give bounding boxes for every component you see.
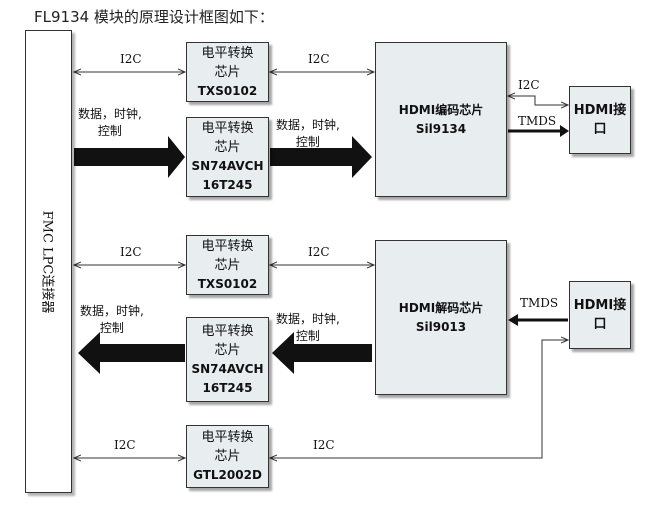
data-clock-line1: 数据，时钟, <box>80 304 144 318</box>
hdmi-encoder-label: HDMI编码芯片 <box>398 102 484 117</box>
i2c-label-1b: I2C <box>308 52 330 66</box>
i2c-label-3b: I2C <box>313 438 335 452</box>
diagram-title: FL9134 模块的原理设计框图如下： <box>34 8 274 26</box>
fmc-lpc-connector: FMC LPC连接器 <box>25 30 72 493</box>
chip-label-line1: 电平转换 <box>201 323 254 339</box>
hdmi-encoder-chip: HDMI编码芯片 Sil9134 <box>375 42 507 197</box>
data-clock-line2: 控制 <box>295 135 320 149</box>
hdmi-decoder-chip: HDMI解码芯片 Sil9013 <box>375 240 507 395</box>
level-shifter-chip-2: 电平转换 芯片 TXS0102 <box>186 235 269 295</box>
hdmi-decoder-label: HDMI解码芯片 <box>398 300 484 315</box>
data-clock-line2: 控制 <box>295 329 320 343</box>
tmds-arrow-rx-head <box>508 314 518 326</box>
buffer-chip-1: 电平转换 芯片 SN74AVCH 16T245 <box>186 117 269 197</box>
i2c-label-2b: I2C <box>308 245 330 259</box>
chip-label-line1: 电平转换 <box>201 430 254 445</box>
tmds-label-rx: TMDS <box>520 296 559 310</box>
data-clock-label-2a: 数据，时钟, 控制 <box>80 303 144 337</box>
chip-part-number: TXS0102 <box>197 276 258 291</box>
data-arrow-2b <box>78 332 185 374</box>
hdmi-decoder-part: Sil9013 <box>415 319 467 334</box>
chip-part-number: GTL2002D <box>193 468 262 482</box>
tmds-label-tx: TMDS <box>518 114 557 128</box>
i2c-line-3b <box>270 340 568 458</box>
chip-label-line2: 芯片 <box>214 140 241 155</box>
i2c-label-1a: I2C <box>120 52 142 66</box>
buffer-chip-2: 电平转换 芯片 SN74AVCH 16T245 <box>186 317 269 402</box>
chip-label-line2: 芯片 <box>214 64 241 80</box>
tmds-arrow-tx-head <box>560 125 569 137</box>
data-clock-line2: 控制 <box>97 124 122 138</box>
chip-label-line1: 电平转换 <box>201 238 254 254</box>
i2c-label-2a: I2C <box>120 245 142 259</box>
chip-label-line1: 电平转换 <box>201 121 254 136</box>
chip-label-line1: 电平转换 <box>201 45 254 61</box>
chip-part-number: TXS0102 <box>197 83 258 98</box>
level-shifter-chip-3: 电平转换 芯片 GTL2002D <box>186 425 269 488</box>
chip-part-number-1: SN74AVCH <box>191 361 264 376</box>
data-clock-label-2b: 数据，时钟, 控制 <box>276 311 340 345</box>
i2c-label-3a: I2C <box>114 438 136 452</box>
data-clock-line2: 控制 <box>99 321 124 335</box>
chip-part-number-2: 16T245 <box>202 380 253 395</box>
chip-label-line2: 芯片 <box>214 257 241 273</box>
hdmi-port-label-line2: 口 <box>593 122 607 137</box>
data-clock-label-1b: 数据，时钟, 控制 <box>276 117 340 151</box>
hdmi-encoder-part: Sil9134 <box>415 121 467 136</box>
data-arrow-1a <box>74 136 185 178</box>
chip-label-line2: 芯片 <box>214 449 241 464</box>
hdmi-port-rx: HDMI接 口 <box>569 281 631 349</box>
data-clock-label-1a: 数据，时钟, 控制 <box>78 106 142 140</box>
data-clock-line1: 数据，时钟, <box>276 118 340 132</box>
chip-part-number-2: 16T245 <box>202 178 253 192</box>
data-clock-line1: 数据，时钟, <box>78 107 142 121</box>
i2c-line-hdmi-tx <box>508 96 568 105</box>
fmc-lpc-connector-label: FMC LPC连接器 <box>39 210 54 313</box>
hdmi-port-label-line1: HDMI接 <box>573 103 627 118</box>
hdmi-port-label-line1: HDMI接 <box>573 298 627 313</box>
chip-part-number-1: SN74AVCH <box>191 159 264 173</box>
hdmi-port-label-line2: 口 <box>593 317 607 332</box>
data-arrow-1b <box>270 136 372 178</box>
level-shifter-chip-1: 电平转换 芯片 TXS0102 <box>186 42 269 102</box>
chip-label-line2: 芯片 <box>214 342 241 358</box>
hdmi-port-tx: HDMI接 口 <box>569 86 631 154</box>
data-clock-line1: 数据，时钟, <box>276 312 340 326</box>
i2c-label-hdmi-tx: I2C <box>518 78 540 92</box>
